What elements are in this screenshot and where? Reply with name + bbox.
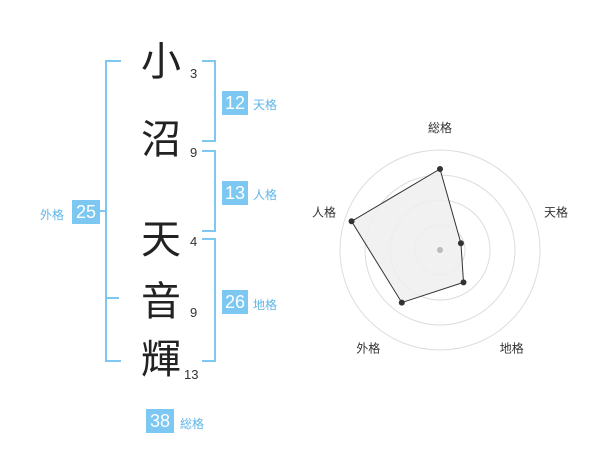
radar-area (350, 168, 465, 304)
radar-axis-label: 地格 (500, 341, 524, 356)
name-char-3: 天 (141, 217, 181, 263)
chikaku-value: 26 (222, 290, 248, 314)
radar-point (457, 240, 464, 247)
chikaku-bracket (202, 238, 216, 362)
stroke-count-3: 4 (190, 234, 198, 249)
radar-point (437, 166, 443, 172)
name-char-2: 沼 (141, 117, 181, 163)
soukaku-value: 38 (146, 409, 174, 433)
radar-point (460, 279, 467, 286)
radar-axis-label: 人格 (312, 204, 336, 219)
stroke-count-1: 3 (190, 66, 198, 81)
radar-axis-label: 総格 (428, 120, 452, 135)
name-char-4: 音 (141, 279, 181, 325)
chikaku-label: 地格 (253, 298, 278, 312)
radar-axis-label: 外格 (356, 341, 380, 356)
soukaku-label: 総格 (180, 417, 205, 431)
radar-point (348, 218, 355, 225)
stroke-count-4: 9 (190, 305, 198, 320)
tenkaku-label: 天格 (253, 98, 278, 112)
stroke-count-2: 9 (190, 145, 198, 160)
tenkaku-value: 12 (222, 91, 248, 115)
jinkaku-value: 13 (222, 181, 248, 205)
radar-ring (339, 149, 541, 351)
gaikaku-bracket (105, 60, 121, 362)
gaikaku-value: 25 (72, 200, 100, 224)
gaikaku-bracket-tick (105, 297, 119, 299)
tenkaku-bracket (202, 60, 216, 142)
jinkaku-label: 人格 (253, 188, 278, 202)
stroke-count-5: 13 (184, 367, 199, 382)
radar-point (398, 299, 405, 306)
radar-center (437, 247, 443, 253)
name-char-1: 小 (141, 39, 181, 85)
radar-axis-label: 天格 (544, 204, 568, 219)
jinkaku-bracket (202, 150, 216, 232)
name-char-5: 輝 (141, 337, 181, 383)
gaikaku-label: 外格 (40, 208, 65, 222)
